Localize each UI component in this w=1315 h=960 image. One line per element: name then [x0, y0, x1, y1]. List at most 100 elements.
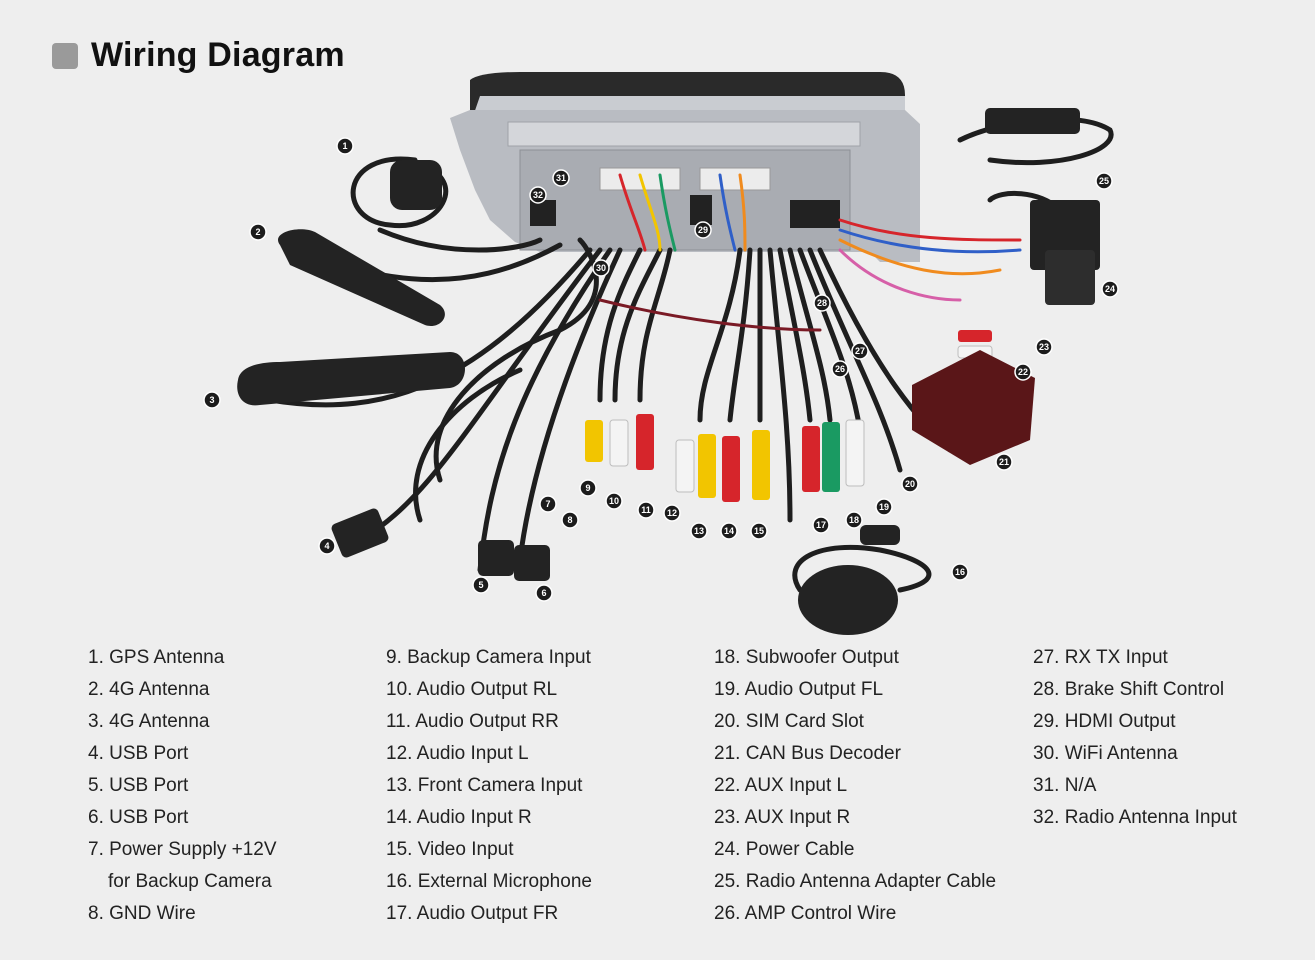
- callout-number: 14: [724, 526, 734, 536]
- callout-marker: 12: [663, 504, 681, 522]
- legend-item: 6. USB Port: [88, 807, 189, 828]
- legend-item: 8. GND Wire: [88, 903, 196, 924]
- legend-item: 27. RX TX Input: [1033, 647, 1168, 668]
- callout-marker: 1: [336, 137, 354, 155]
- callout-marker: 28: [813, 294, 831, 312]
- usb-port-icon: [514, 545, 550, 581]
- callout-marker: 30: [592, 259, 610, 277]
- callout-number: 1: [342, 141, 347, 151]
- callout-number: 9: [585, 483, 590, 493]
- callout-number: 6: [541, 588, 546, 598]
- callout-number: 7: [545, 499, 550, 509]
- callout-marker: 26: [831, 360, 849, 378]
- head-unit: [450, 72, 920, 262]
- callout-number: 19: [879, 502, 889, 512]
- callout-marker: 6: [535, 584, 553, 602]
- callout-marker: 9: [579, 479, 597, 497]
- callout-marker: 4: [318, 537, 336, 555]
- legend-item: 5. USB Port: [88, 775, 189, 796]
- can-bus-decoder-icon: [912, 350, 1035, 465]
- 4g-antenna-icon: [278, 229, 445, 326]
- callout-number: 15: [754, 526, 764, 536]
- callout-marker: 27: [851, 342, 869, 360]
- legend-item: 26. AMP Control Wire: [714, 903, 897, 924]
- callout-marker: 5: [472, 576, 490, 594]
- callout-number: 17: [816, 520, 826, 530]
- legend-item: 25. Radio Antenna Adapter Cable: [714, 871, 997, 892]
- rca-connectors: [585, 330, 993, 502]
- callout-number: 4: [324, 541, 329, 551]
- callout-number: 11: [641, 505, 651, 515]
- legend-item: 24. Power Cable: [714, 839, 855, 860]
- header: Wiring Diagram: [52, 36, 345, 75]
- legend-item: 16. External Microphone: [386, 871, 592, 892]
- callout-marker: 32: [529, 186, 547, 204]
- legend-item: 11. Audio Output RR: [386, 711, 559, 732]
- 4g-antenna-icon: [237, 352, 465, 406]
- callout-number: 20: [905, 479, 915, 489]
- legend-item: 13. Front Camera Input: [386, 775, 583, 796]
- callout-marker: 16: [951, 563, 969, 581]
- callout-number: 26: [835, 364, 845, 374]
- legend-item: 3. 4G Antenna: [88, 711, 210, 732]
- callout-number: 13: [694, 526, 704, 536]
- legend-item: 14. Audio Input R: [386, 807, 532, 828]
- callout-number: 29: [698, 225, 708, 235]
- callout-marker: 3: [203, 391, 221, 409]
- callout-marker: 18: [845, 511, 863, 529]
- legend-item: 12. Audio Input L: [386, 743, 529, 764]
- usb-port-icon: [478, 540, 514, 576]
- legend-item: 28. Brake Shift Control: [1033, 679, 1225, 700]
- callout-number: 27: [855, 346, 865, 356]
- legend-item: 7. Power Supply +12V: [88, 839, 277, 860]
- callout-number: 25: [1099, 176, 1109, 186]
- legend-item: 15. Video Input: [386, 839, 514, 860]
- callout-number: 18: [849, 515, 859, 525]
- legend-item: 1. GPS Antenna: [88, 647, 225, 668]
- callout-marker: 19: [875, 498, 893, 516]
- callout-number: 32: [533, 190, 543, 200]
- callout-number: 21: [999, 457, 1009, 467]
- callout-marker: 10: [605, 492, 623, 510]
- title-square-icon: [52, 42, 78, 69]
- legend-item: 31. N/A: [1033, 775, 1097, 796]
- callout-number: 16: [955, 567, 965, 577]
- callout-number: 30: [596, 263, 606, 273]
- callout-marker: 20: [901, 475, 919, 493]
- callout-marker: 13: [690, 522, 708, 540]
- power-cable-connector-icon: [1045, 250, 1095, 305]
- legend-item: 2. 4G Antenna: [88, 679, 210, 700]
- callout-number: 24: [1105, 284, 1115, 294]
- legend-item: 23. AUX Input R: [714, 807, 851, 828]
- callout-number: 31: [556, 173, 566, 183]
- callout-number: 22: [1018, 367, 1028, 377]
- callout-marker: 21: [995, 453, 1013, 471]
- legend-item: 30. WiFi Antenna: [1033, 743, 1178, 764]
- microphone-icon: [798, 565, 898, 635]
- callout-marker: 2: [249, 223, 267, 241]
- callout-marker: 23: [1035, 338, 1053, 356]
- page-title: Wiring Diagram: [91, 36, 345, 74]
- callout-marker: 8: [561, 511, 579, 529]
- legend-item: 17. Audio Output FR: [386, 903, 559, 924]
- legend-item: 20. SIM Card Slot: [714, 711, 864, 732]
- legend-item: 9. Backup Camera Input: [386, 647, 591, 668]
- microphone-clip-icon: [860, 525, 900, 545]
- callout-marker: 24: [1101, 280, 1119, 298]
- callout-number: 12: [667, 508, 677, 518]
- legend-item: for Backup Camera: [108, 871, 272, 892]
- callout-marker: 15: [750, 522, 768, 540]
- callout-marker: 25: [1095, 172, 1113, 190]
- callout-number: 3: [209, 395, 214, 405]
- callout-number: 23: [1039, 342, 1049, 352]
- colored-wires: [598, 173, 1022, 332]
- callout-marker: 29: [694, 221, 712, 239]
- callout-number: 5: [478, 580, 483, 590]
- callout-marker: 31: [552, 169, 570, 187]
- legend-item: 4. USB Port: [88, 743, 189, 764]
